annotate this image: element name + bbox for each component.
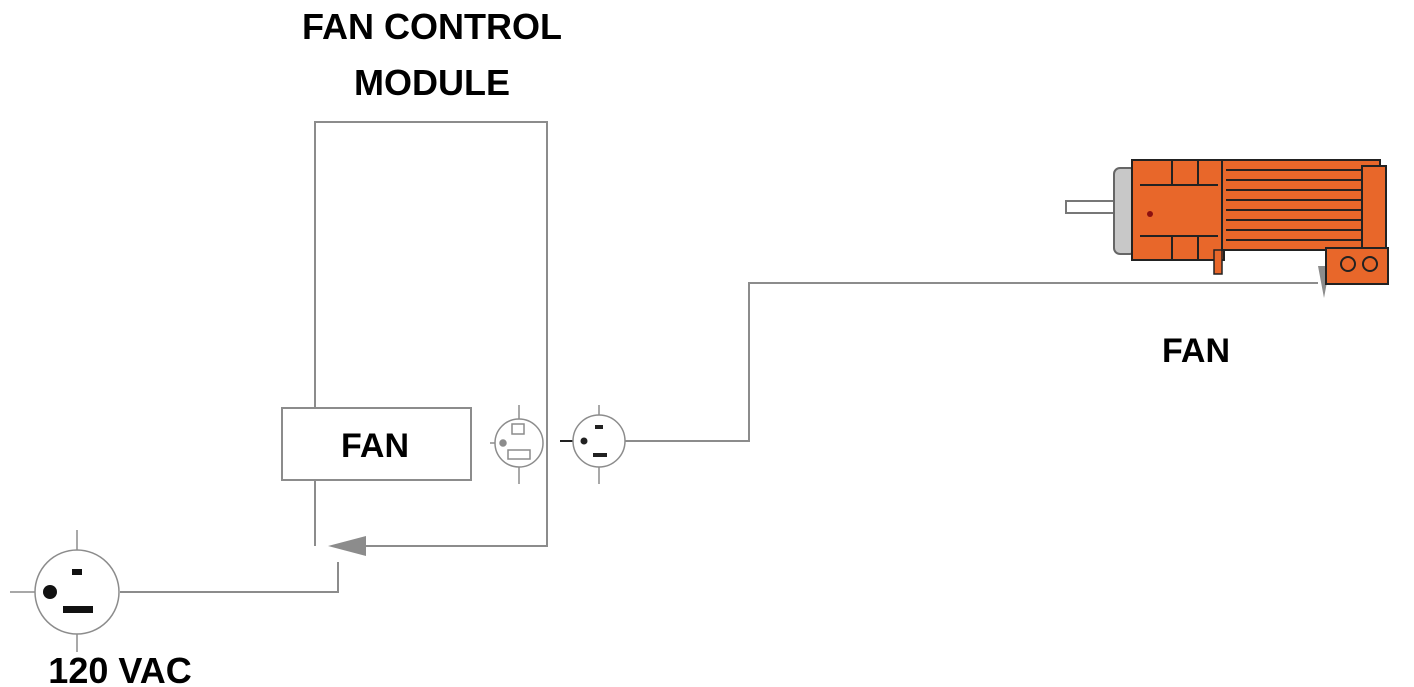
fan-plug-icon bbox=[560, 405, 626, 484]
fan-motor-icon bbox=[1065, 159, 1389, 285]
power-source-label: 120 VAC bbox=[48, 650, 191, 687]
module-outline bbox=[314, 121, 548, 547]
fan-label: FAN bbox=[1162, 332, 1230, 370]
power-outlet-icon bbox=[10, 530, 120, 652]
module-title-line1: FAN CONTROL bbox=[302, 6, 562, 47]
module-arrow-icon bbox=[328, 536, 366, 556]
module-fan-box bbox=[281, 407, 472, 481]
module-fan-box-label: FAN bbox=[341, 427, 409, 465]
power-cable-line bbox=[120, 562, 339, 593]
fan-cable-line bbox=[625, 282, 1318, 442]
module-title-line2: MODULE bbox=[354, 62, 510, 103]
module-receptacle-icon bbox=[490, 405, 544, 484]
